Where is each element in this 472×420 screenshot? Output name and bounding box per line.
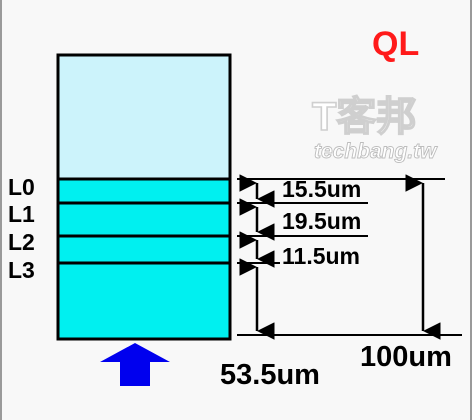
layer-l0-band (56, 177, 232, 205)
layer-l1-band (56, 201, 232, 238)
diagram-title: QL (372, 25, 419, 63)
incident-direction-arrow (100, 343, 170, 386)
layer-label-l3: L3 (8, 257, 35, 283)
right-border-line (470, 0, 472, 420)
layer-label-l0: L0 (8, 174, 35, 200)
left-border-line (0, 0, 2, 420)
thickness-label-l1: 19.5um (282, 208, 361, 234)
thickness-label-l2: 11.5um (282, 243, 360, 269)
layer-l2-band (56, 234, 232, 265)
thickness-label-l0: 15.5um (282, 176, 361, 202)
watermark-site: techbang.tw (314, 140, 438, 163)
bottom-thickness-label: 53.5um (220, 359, 320, 391)
watermark-chinese: T客邦 (312, 95, 416, 139)
layer-label-l2: L2 (8, 229, 35, 255)
layer-l3-band (56, 261, 232, 341)
total-thickness-label: 100um (360, 341, 452, 373)
layer-label-l1: L1 (8, 201, 35, 227)
upper-substrate-block (56, 53, 232, 181)
